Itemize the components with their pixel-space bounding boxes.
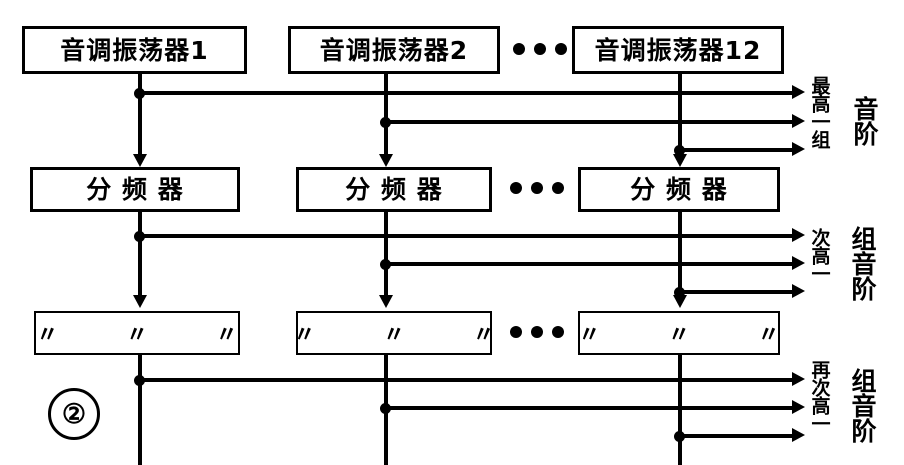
output-label-top-prefix: 最高一组 — [808, 76, 831, 148]
output-label-bottom-prefix: 再次高一 — [808, 360, 831, 432]
output-wire-bottom-2 — [384, 406, 794, 410]
block-ditto-1: 〃 〃 〃 — [34, 311, 240, 355]
arrowhead-into-divider-12 — [673, 154, 687, 167]
arrowhead-output-top-3 — [792, 142, 805, 156]
arrowhead-output-middle-3 — [792, 284, 805, 298]
output-label-middle-prefix: 次高一 — [808, 228, 831, 282]
arrowhead-into-ditto-1 — [133, 295, 147, 308]
arrowhead-output-top-2 — [792, 114, 805, 128]
arrowhead-into-divider-2 — [379, 154, 393, 167]
block-frequency-divider-1: 分 频 器 — [30, 167, 240, 212]
output-wire-bottom-3 — [678, 434, 794, 438]
block-label: 〃 〃 〃 — [36, 322, 268, 348]
wire-column-1-section-2 — [138, 212, 142, 297]
block-tone-oscillator-12: 音调振荡器12 — [572, 26, 784, 74]
block-label: 〃 〃 〃 — [578, 322, 810, 348]
arrowhead-output-bottom-2 — [792, 400, 805, 414]
output-wire-top-3 — [678, 148, 794, 152]
arrowhead-into-ditto-12 — [673, 295, 687, 308]
arrowhead-output-bottom-3 — [792, 428, 805, 442]
block-ditto-2: 〃 〃 〃 — [293, 311, 495, 355]
block-label: 音调振荡器12 — [594, 35, 762, 65]
output-wire-middle-2 — [384, 262, 794, 266]
arrowhead-into-ditto-2 — [379, 295, 393, 308]
wire-column-3-section-2 — [678, 212, 682, 297]
wire-column-2-section-2 — [384, 212, 388, 297]
block-ditto-12: 〃 〃 〃 — [578, 311, 780, 355]
arrowhead-output-bottom-1 — [792, 372, 805, 386]
block-frequency-divider-12: 分 频 器 — [578, 167, 780, 212]
output-label-bottom-suffix: 组音阶 — [848, 368, 877, 443]
wire-column-3-section-1 — [678, 74, 682, 156]
arrowhead-output-middle-1 — [792, 228, 805, 242]
ellipsis-oscillator-row — [513, 43, 567, 55]
ellipsis-divider-row — [510, 182, 564, 194]
wire-column-3-section-3 — [678, 355, 682, 465]
ellipsis-ditto-row — [510, 326, 564, 338]
block-label: 分 频 器 — [86, 175, 184, 204]
output-wire-middle-1 — [138, 234, 794, 238]
block-label: 〃 〃 〃 — [293, 322, 525, 348]
output-wire-top-2 — [384, 120, 794, 124]
output-label-middle-suffix: 组音阶 — [848, 226, 877, 301]
block-label: 分 频 器 — [630, 175, 728, 204]
arrowhead-into-divider-1 — [133, 154, 147, 167]
block-label: 音调振荡器1 — [60, 35, 209, 65]
wire-column-1-section-3 — [138, 355, 142, 465]
block-frequency-divider-2: 分 频 器 — [296, 167, 492, 212]
output-wire-top-1 — [138, 91, 794, 95]
wire-column-1-section-1 — [138, 74, 142, 156]
output-wire-bottom-1 — [138, 378, 794, 382]
arrowhead-output-top-1 — [792, 85, 805, 99]
wire-column-2-section-1 — [384, 74, 388, 156]
arrowhead-output-middle-2 — [792, 256, 805, 270]
block-label: 音调振荡器2 — [319, 35, 469, 65]
figure-number: ② — [48, 388, 100, 440]
block-tone-oscillator-1: 音调振荡器1 — [22, 26, 247, 74]
block-tone-oscillator-2: 音调振荡器2 — [288, 26, 500, 74]
output-label-top-suffix: 音阶 — [850, 96, 879, 146]
output-wire-middle-3 — [678, 290, 794, 294]
block-label: 分 频 器 — [345, 175, 443, 204]
